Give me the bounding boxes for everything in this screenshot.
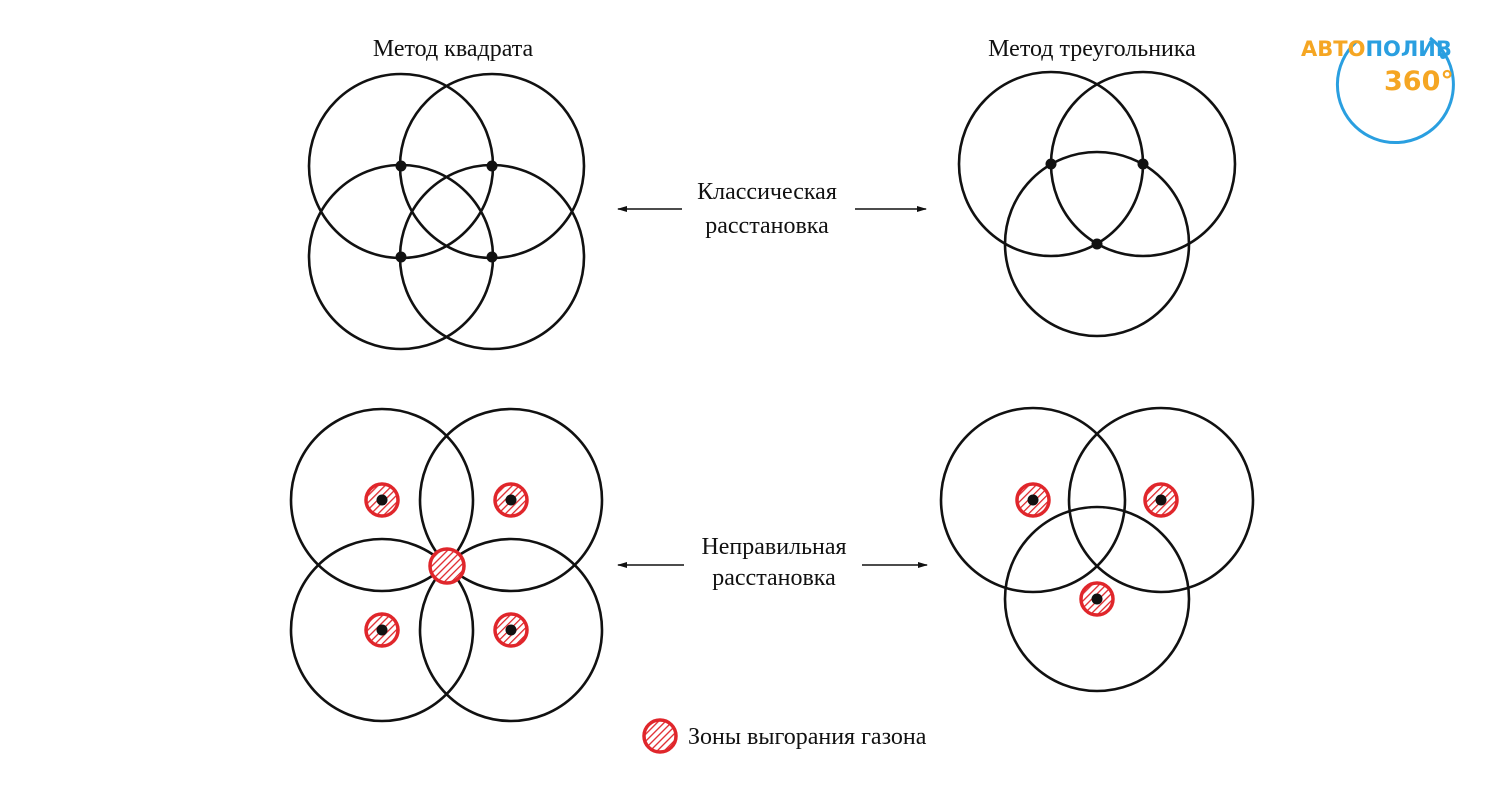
legend: Зоны выгорания газона	[642, 718, 927, 754]
burn-zone	[493, 612, 529, 648]
classic-label-line1: Классическая	[697, 179, 837, 205]
sprinkler-head	[486, 251, 498, 263]
logo-360: 360°	[1384, 66, 1454, 97]
square-method-title: Метод квадрата	[373, 36, 534, 62]
coverage-circle	[289, 537, 475, 723]
burn-zone-legend-icon	[642, 718, 678, 754]
triangle-method-title: Метод треугольника	[988, 36, 1196, 62]
sprinkler-head	[486, 160, 498, 172]
logo-wordmark: АВТОПОЛИВ	[1301, 37, 1452, 61]
classic-label-line2: расстановка	[705, 213, 829, 239]
burn-zone	[1143, 482, 1179, 518]
burn-zone	[493, 482, 529, 518]
sprinkler-head	[1137, 158, 1149, 170]
avtopoliv-logo: АВТОПОЛИВ 360°	[1301, 36, 1455, 145]
burn-zone	[1015, 482, 1051, 518]
square-wrong-diagram	[289, 407, 604, 723]
sprinkler-head	[1091, 238, 1103, 250]
burn-zone-center	[428, 547, 466, 585]
classic-label-group: Классическая расстановка	[617, 179, 927, 239]
coverage-circle	[418, 537, 604, 723]
legend-text: Зоны выгорания газона	[688, 724, 927, 750]
triangle-wrong-diagram	[939, 406, 1255, 693]
wrong-label-line1: Неправильная	[701, 534, 846, 560]
burn-zone	[1079, 581, 1115, 617]
logo-ring	[1335, 36, 1455, 145]
coverage-circle	[418, 407, 604, 593]
sprinkler-head	[1045, 158, 1057, 170]
coverage-circle	[1003, 150, 1191, 338]
wrong-label-line2: расстановка	[712, 565, 836, 591]
wrong-label-group: Неправильная расстановка	[617, 534, 928, 591]
triangle-classic-diagram	[957, 70, 1237, 338]
burn-zone	[364, 482, 400, 518]
sprinkler-head	[395, 160, 407, 172]
sprinkler-head	[395, 251, 407, 263]
burn-zone	[364, 612, 400, 648]
logo-ring-dot	[1440, 53, 1446, 59]
coverage-circle	[1003, 505, 1191, 693]
coverage-circle	[1067, 406, 1255, 594]
coverage-circle	[289, 407, 475, 593]
coverage-circle	[939, 406, 1127, 594]
square-classic-diagram	[307, 72, 586, 351]
